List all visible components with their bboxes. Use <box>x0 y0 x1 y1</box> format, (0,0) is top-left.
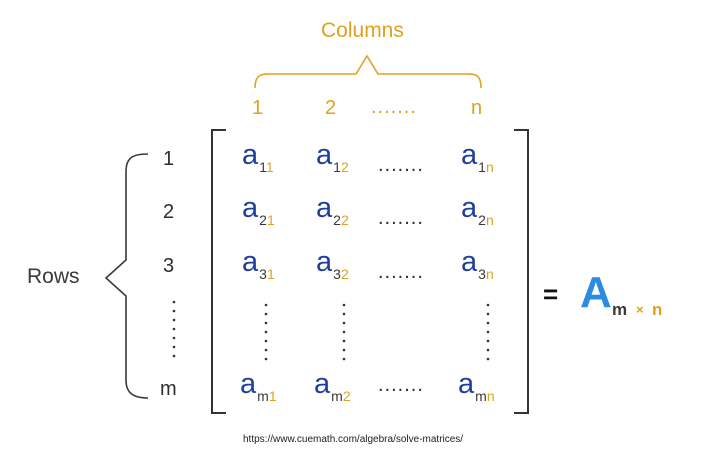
row-number-1: 1 <box>163 148 175 170</box>
row-number-2: 2 <box>163 201 175 223</box>
row-number-vertical-dots <box>172 300 176 358</box>
rows-label: Rows <box>27 265 80 288</box>
rows-brace <box>104 153 149 399</box>
element-a1n: a1n <box>461 139 494 175</box>
source-url: https://www.cuemath.com/algebra/solve-ma… <box>243 434 464 445</box>
right-bracket <box>514 129 529 414</box>
element-amn: amn <box>458 368 495 404</box>
column-1-vertical-dots <box>264 303 268 361</box>
element-a2n: a2n <box>461 192 494 228</box>
columns-label: Columns <box>321 19 404 42</box>
column-number-dots: ....... <box>371 96 417 118</box>
row-2-dots: ....... <box>378 207 424 229</box>
element-am1: am1 <box>240 368 277 404</box>
element-a11: a11 <box>242 139 274 175</box>
element-a22: a22 <box>316 192 349 228</box>
element-a21: a21 <box>242 192 275 228</box>
result-matrix-symbol: A <box>580 268 612 317</box>
column-number-1: 1 <box>252 97 264 119</box>
result-subscript-rows: m <box>612 300 628 319</box>
row-3-dots: ....... <box>378 261 424 283</box>
element-a3n: a3n <box>461 246 494 282</box>
column-2-vertical-dots <box>342 303 346 361</box>
equals-sign: = <box>543 279 559 309</box>
element-a12: a12 <box>316 139 349 175</box>
element-a31: a31 <box>242 246 275 282</box>
element-a32: a32 <box>316 246 349 282</box>
row-m-dots: ....... <box>378 374 424 396</box>
result-subscript-cols: n <box>652 300 663 319</box>
result-subscript-times: × <box>636 302 644 317</box>
left-bracket <box>211 129 226 414</box>
row-number-3: 3 <box>163 255 175 277</box>
row-1-dots: ....... <box>378 154 424 176</box>
row-number-m: m <box>160 378 177 400</box>
element-am2: am2 <box>314 368 351 404</box>
column-n-vertical-dots <box>486 303 490 361</box>
column-number-n: n <box>471 97 483 119</box>
column-number-2: 2 <box>325 97 337 119</box>
columns-brace <box>254 54 482 89</box>
